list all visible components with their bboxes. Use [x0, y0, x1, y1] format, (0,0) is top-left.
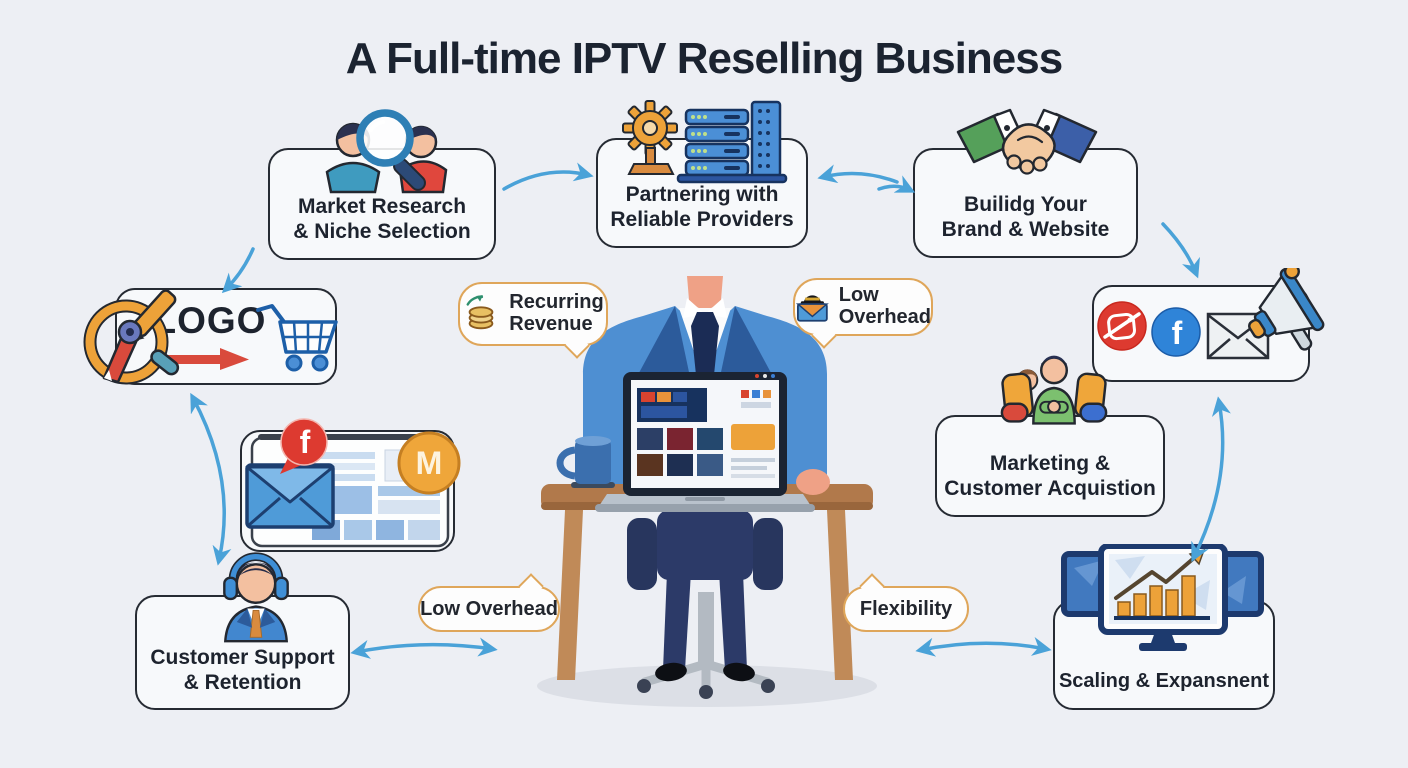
red-arrow-icon [158, 348, 249, 370]
megaphone-icon [1248, 268, 1325, 351]
bubble-low-overhead-bottom: Low Overhead [418, 573, 560, 632]
support-agent-icon [223, 552, 289, 643]
arrow-to-branding [877, 175, 916, 193]
step-box-marketing: Marketing & Customer Acquistion [935, 415, 1165, 517]
step-label: Brand & Website [941, 218, 1110, 242]
facebook-bubble-icon: f [280, 418, 328, 474]
design-compass-icon [83, 289, 180, 385]
bubble-label: Recurring [509, 291, 604, 314]
handshake-icon [956, 108, 1098, 175]
step-label: Customer Support [150, 645, 335, 669]
mail-circle-icon: M [397, 431, 461, 495]
arrow-market-to-logo [221, 247, 255, 294]
bubble-label: Overhead [838, 306, 931, 328]
step-label: Partnering with [625, 182, 779, 206]
bubble-low-overhead-top: Low Overhead [793, 278, 933, 349]
bubble-recurring-revenue: Recurring Revenue [458, 282, 608, 359]
coins-icon [466, 295, 494, 330]
bubble-label: Low Overhead [420, 597, 558, 620]
step-label: Customer Acquistion [944, 477, 1156, 501]
people-magnifier-icon [325, 109, 448, 194]
logo-text: LOGO [153, 300, 267, 341]
center-illustration [537, 276, 877, 707]
gear-servers-icon [622, 100, 788, 184]
facebook-letter: f [1172, 315, 1183, 351]
arrow-center-scaling-two-way [915, 636, 1052, 657]
shopping-cart-icon [256, 304, 338, 372]
arrow-branding-to-partnering [817, 164, 899, 184]
arrow-social-scaling-two-way [1191, 396, 1231, 563]
facebook-letter: f [300, 424, 311, 460]
bubble-label: Low [838, 284, 879, 307]
arrow-branding-to-social [1161, 222, 1200, 279]
bubble-label: Revenue [509, 313, 593, 335]
bubble-label: Flexibility [859, 597, 953, 620]
facebook-icon: f [1151, 307, 1201, 357]
step-label: Reliable Providers [610, 208, 794, 232]
growth-monitors-icon [1061, 544, 1264, 651]
arrow-market-to-partnering [502, 162, 594, 191]
customers-group-icon [1000, 355, 1108, 425]
step-label: & Retention [183, 671, 302, 695]
step-label: Market Research [297, 194, 467, 218]
arrow-support-center-two-way [350, 637, 498, 659]
step-label: Marketing & [989, 451, 1111, 475]
envelope-hat-icon [795, 295, 829, 322]
arrow-logo-support-two-way [190, 392, 232, 566]
step-box-market-research: Market Research & Niche Selection [268, 148, 496, 260]
step-label: Builidg Your [964, 192, 1087, 216]
step-label: Scaling & Expansnent [1058, 669, 1270, 692]
infographic-title: A Full-time IPTV Reselling Business [345, 34, 1063, 83]
mail-letter: M [416, 445, 443, 481]
photo-social-icon [1097, 301, 1147, 351]
step-label: & Niche Selection [293, 220, 471, 244]
bubble-flexibility: Flexibility [843, 573, 969, 632]
